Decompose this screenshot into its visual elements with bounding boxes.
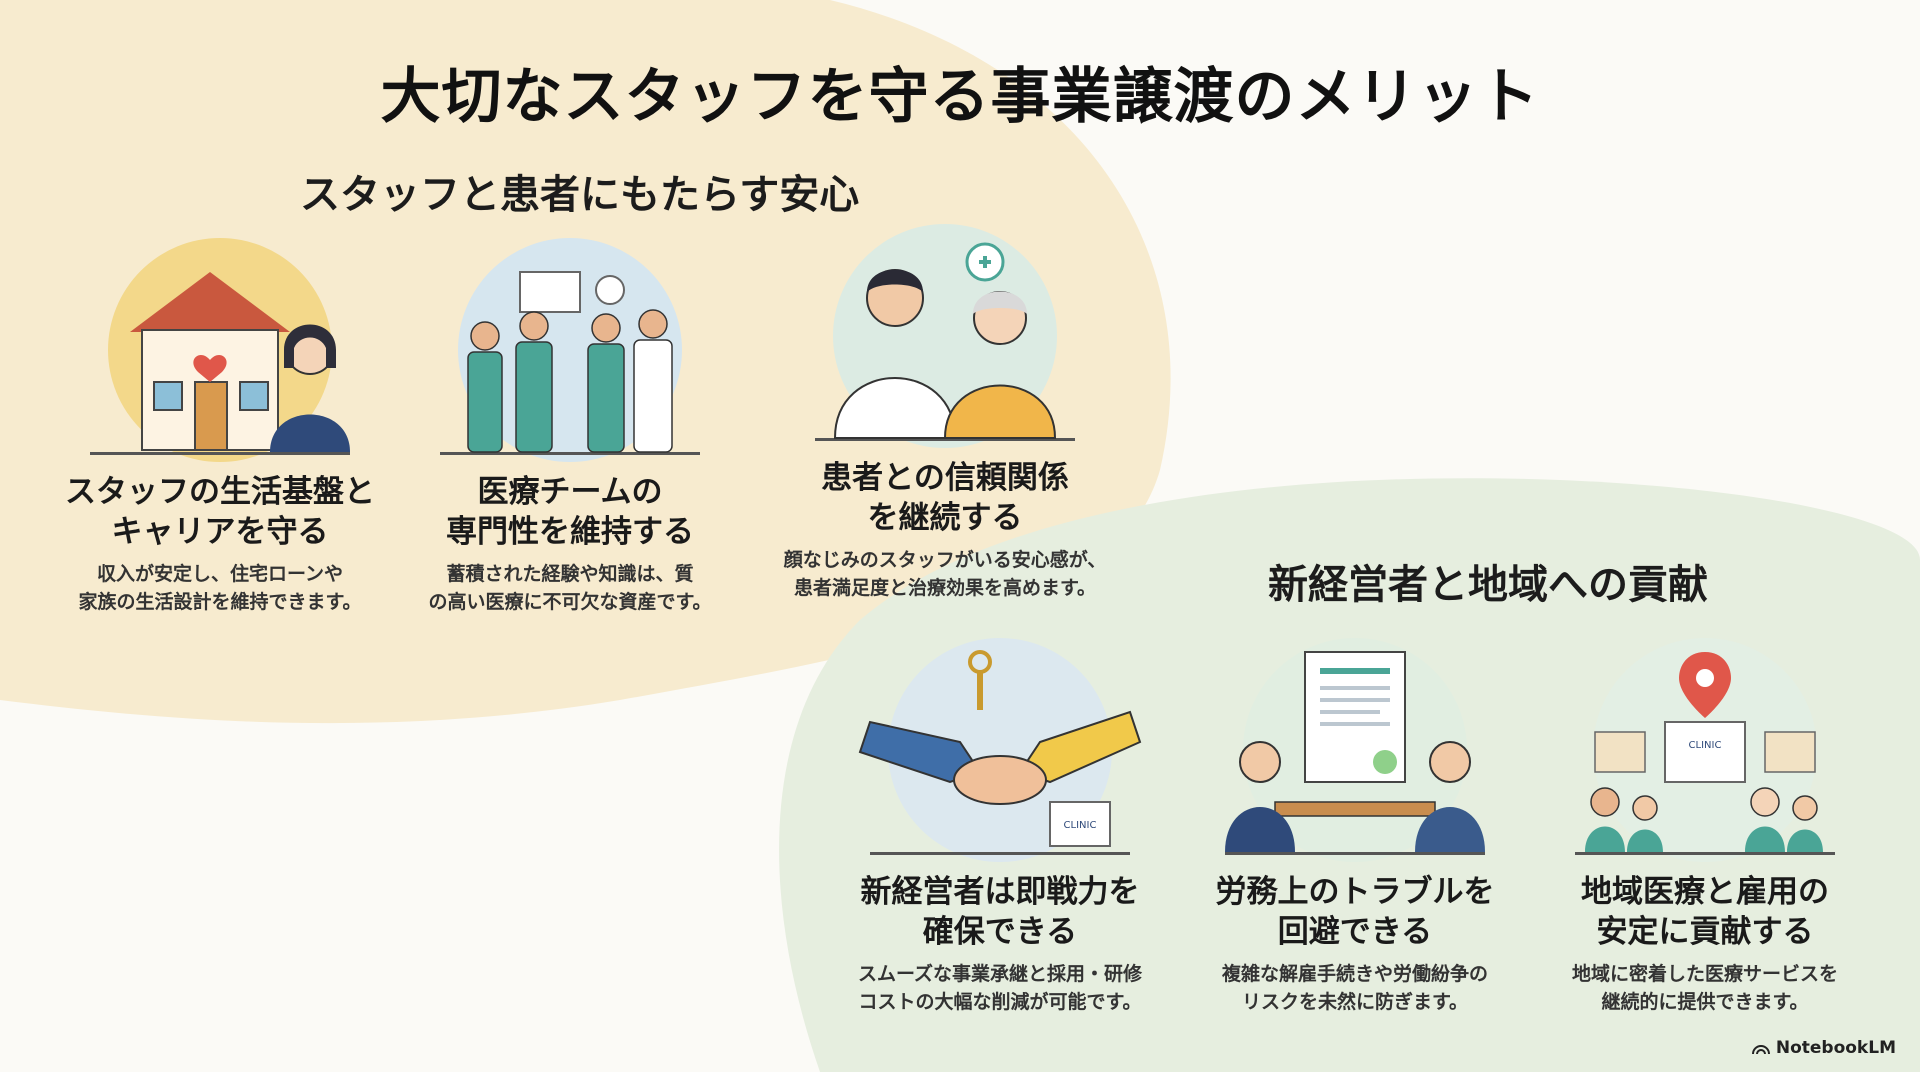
card-description: 地域に密着した医療サービスを 継続的に提供できます。 <box>1571 963 1838 1013</box>
doctor-patient-icon <box>815 224 1075 448</box>
card-description: 複雑な解雇手続きや労働紛争の リスクを未然に防ぎます。 <box>1221 963 1488 1013</box>
card-title: スタッフの生活基盤と キャリアを守る <box>65 474 375 550</box>
card-description: 収入が安定し、住宅ローンや 家族の生活設計を維持できます。 <box>78 563 362 613</box>
card-staff-life: スタッフの生活基盤と キャリアを守る 収入が安定し、住宅ローンや 家族の生活設計… <box>50 232 390 616</box>
card-title: 労務上のトラブルを 回避できる <box>1215 874 1495 950</box>
clinic-sign-text: CLINIC <box>1689 740 1722 751</box>
card-title: 新経営者は即戦力を 確保できる <box>860 874 1140 950</box>
card-description: スムーズな事業承継と採用・研修 コストの大幅な削減が可能です。 <box>857 963 1143 1013</box>
card-patient-trust: 患者との信頼関係 を継続する 顔なじみのスタッフがいる安心感が、 患者満足度と治… <box>760 218 1130 602</box>
notebooklm-logo-icon <box>1751 1045 1770 1055</box>
card-description: 顔なじみのスタッフがいる安心感が、 患者満足度と治療効果を高めます。 <box>783 549 1107 599</box>
section-title-staff-patients: スタッフと患者にもたらす安心 <box>300 172 860 218</box>
section-title-owner-community: 新経営者と地域への貢献 <box>1268 562 1708 608</box>
page-title: 大切なスタッフを守る事業譲渡のメリット <box>380 62 1540 132</box>
brand-label: NotebookLM <box>1775 1038 1896 1058</box>
house-staff-icon <box>90 238 350 462</box>
card-new-owner: CLINIC 新経営者は即戦力を 確保できる スムーズな事業承継と採用・研修 コ… <box>820 632 1180 1016</box>
brand-watermark: NotebookLM <box>1751 1038 1896 1058</box>
community-clinic-icon: CLINIC <box>1575 638 1835 862</box>
card-title: 医療チームの 専門性を維持する <box>446 474 694 550</box>
card-community: CLINIC 地域医療と雇用の 安定に貢献する 地域に密着した医療サービスを 継… <box>1535 632 1875 1016</box>
contract-meeting-icon <box>1225 638 1485 862</box>
medical-team-icon <box>440 238 700 462</box>
handshake-key-icon: CLINIC <box>858 638 1142 862</box>
card-title: 患者との信頼関係 を継続する <box>821 460 1069 536</box>
clinic-sign-text: CLINIC <box>1064 820 1097 831</box>
card-title: 地域医療と雇用の 安定に貢献する <box>1581 874 1829 950</box>
card-description: 蓄積された経験や知識は、質 の高い医療に不可欠な資産です。 <box>428 563 712 613</box>
card-medical-team: 医療チームの 専門性を維持する 蓄積された経験や知識は、質 の高い医療に不可欠な… <box>400 232 740 616</box>
card-labor-trouble: 労務上のトラブルを 回避できる 複雑な解雇手続きや労働紛争の リスクを未然に防ぎ… <box>1185 632 1525 1016</box>
